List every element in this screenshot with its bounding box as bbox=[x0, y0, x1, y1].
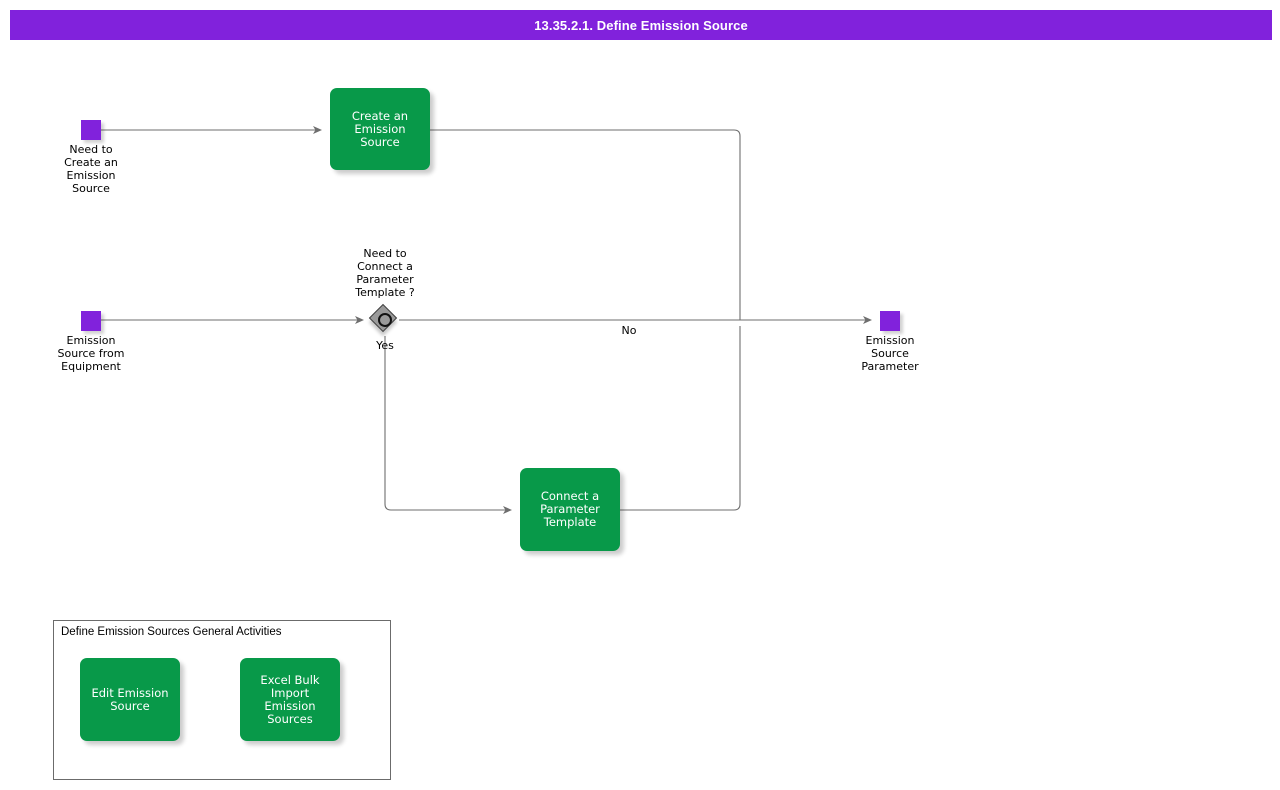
task-label: Create an Emission Source bbox=[351, 108, 409, 149]
start-event-emission-source-from-equipment[interactable]: Emission Source from Equipment bbox=[58, 311, 124, 373]
flow-gateway-yes-to-connect-task bbox=[384, 336, 512, 514]
task-edit-emission-source[interactable]: Edit Emission Source bbox=[80, 658, 180, 741]
inclusive-gateway-circle-icon bbox=[378, 313, 392, 327]
flow-connect-task-to-merge bbox=[620, 326, 741, 511]
task-excel-bulk-import-emission-sources[interactable]: Excel Bulk Import Emission Sources bbox=[240, 658, 340, 741]
start-event-icon bbox=[81, 120, 101, 140]
group-title: Define Emission Sources General Activiti… bbox=[61, 626, 282, 638]
gateway-label: Need to Connect a Parameter Template ? bbox=[355, 247, 415, 299]
flow-label-no: No bbox=[621, 324, 637, 337]
end-event-icon bbox=[880, 311, 900, 331]
group-define-emission-sources-general-activities: Define Emission Sources General Activiti… bbox=[53, 620, 391, 780]
start-event-icon bbox=[81, 311, 101, 331]
end-event-emission-source-parameter[interactable]: Emission Source Parameter bbox=[861, 311, 919, 373]
end-event-label: Emission Source Parameter bbox=[861, 334, 919, 373]
task-label: Edit Emission Source bbox=[91, 685, 169, 713]
start-event-need-to-create-an-emission-source[interactable]: Need to Create an Emission Source bbox=[64, 120, 118, 195]
task-connect-a-parameter-template[interactable]: Connect a Parameter Template bbox=[520, 468, 620, 551]
page-title: 13.35.2.1. Define Emission Source bbox=[534, 17, 748, 33]
flow-label-yes: Yes bbox=[376, 339, 394, 352]
task-label: Connect a Parameter Template bbox=[540, 489, 600, 529]
task-create-an-emission-source[interactable]: Create an Emission Source bbox=[330, 88, 430, 170]
task-label: Excel Bulk Import Emission Sources bbox=[260, 672, 320, 726]
page-header-bar: 13.35.2.1. Define Emission Source bbox=[10, 10, 1272, 40]
start-event-label: Need to Create an Emission Source bbox=[64, 143, 118, 195]
start-event-label: Emission Source from Equipment bbox=[57, 334, 125, 373]
flow-create-task-to-merge bbox=[430, 129, 741, 320]
gateway-need-to-connect-a-parameter-template[interactable] bbox=[368, 303, 400, 335]
